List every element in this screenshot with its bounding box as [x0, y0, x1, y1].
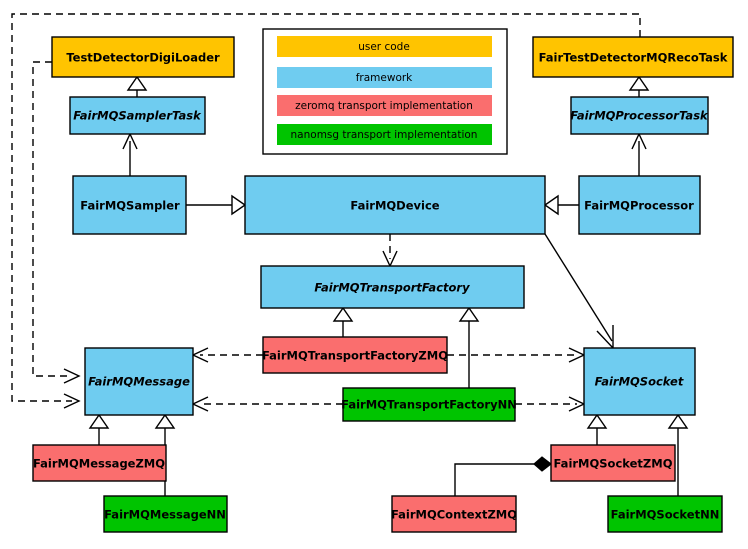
arrowhead-digiloader-to-message [63, 368, 81, 384]
node-fairmq-transport-factory[interactable]: FairMQTransportFactory [260, 265, 525, 309]
node-test-detector-digi-loader[interactable]: TestDetectorDigiLoader [51, 36, 235, 78]
arrowhead-socketnn-to-socket [667, 413, 689, 429]
node-label-fair-test-detector-mq-reco-task: FairTestDetectorMQRecoTask [539, 51, 728, 65]
node-fairmq-transport-factory-zmq[interactable]: FairMQTransportFactoryZMQ [262, 336, 448, 374]
node-label-fairmq-socket-nn: FairMQSocketNN [611, 508, 720, 522]
arrowhead-device-to-socket [596, 325, 614, 350]
node-label-fairmq-transport-factory-nn: FairMQTransportFactoryNN [341, 398, 517, 412]
node-group: TestDetectorDigiLoader FairTestDetectorM… [32, 36, 734, 533]
node-fair-test-detector-mq-reco-task[interactable]: FairTestDetectorMQRecoTask [532, 36, 734, 78]
node-label-fairmq-processor-task: FairMQProcessorTask [570, 109, 709, 123]
legend-item-framework: framework [277, 67, 492, 88]
node-label-fairmq-sampler: FairMQSampler [80, 199, 180, 213]
node-label-fairmq-socket: FairMQSocket [595, 375, 684, 389]
legend-swatch-user-code [277, 36, 492, 57]
node-fairmq-message-nn[interactable]: FairMQMessageNN [103, 495, 228, 533]
diamond-socketzmq-to-contextzmq [533, 456, 552, 472]
node-fairmq-message-zmq[interactable]: FairMQMessageZMQ [32, 444, 167, 482]
edge-digiloader-to-message [32, 61, 72, 377]
legend-item-user-code: user code [277, 36, 492, 57]
legend-item-zeromq: zeromq transport implementation [277, 95, 492, 116]
arrowhead-processor-to-device [543, 194, 559, 216]
edge-socketzmq-to-contextzmq [454, 463, 534, 496]
legend-item-nanomsg: nanomsg transport implementation [277, 124, 492, 145]
node-label-fairmq-message: FairMQMessage [88, 375, 190, 389]
node-label-fairmq-device: FairMQDevice [350, 199, 439, 213]
arrowhead-sampler-to-device [231, 194, 247, 216]
node-fairmq-transport-factory-nn[interactable]: FairMQTransportFactoryNN [341, 387, 517, 422]
node-fairmq-socket-zmq[interactable]: FairMQSocketZMQ [550, 444, 676, 482]
node-label-fairmq-context-zmq: FairMQContextZMQ [391, 508, 517, 522]
arrowhead-socketzmq-to-socket [586, 413, 608, 429]
node-label-fairmq-processor: FairMQProcessor [584, 199, 694, 213]
node-label-fairmq-transport-factory-zmq: FairMQTransportFactoryZMQ [262, 349, 448, 363]
edge-recotask-to-message [11, 13, 641, 402]
node-fairmq-device[interactable]: FairMQDevice [244, 175, 546, 235]
node-label-fairmq-transport-factory: FairMQTransportFactory [314, 281, 470, 295]
node-fairmq-sampler-task[interactable]: FairMQSamplerTask [69, 96, 206, 135]
arrowhead-messagezmq-to-message [88, 413, 110, 429]
node-label-fairmq-sampler-task: FairMQSamplerTask [73, 109, 202, 123]
arrowhead-processortask-to-recotask [628, 75, 650, 91]
arrowhead-samplertask-to-digiloader [126, 75, 148, 91]
arrowhead-messagenn-to-message [154, 413, 176, 429]
legend-label-nanomsg: nanomsg transport implementation [291, 129, 478, 141]
node-label-fairmq-message-nn: FairMQMessageNN [104, 508, 226, 522]
node-fairmq-socket[interactable]: FairMQSocket [583, 347, 696, 416]
node-fairmq-sampler[interactable]: FairMQSampler [72, 175, 187, 235]
node-fairmq-context-zmq[interactable]: FairMQContextZMQ [391, 495, 517, 533]
legend-label-user-code: user code [358, 41, 410, 53]
arrowhead-factorynn-to-transportfactory [458, 306, 480, 322]
legend-swatch-framework [277, 67, 492, 88]
node-fairmq-message[interactable]: FairMQMessage [84, 347, 194, 416]
arrowhead-factoryzmq-to-transportfactory [332, 306, 354, 322]
edge-device-to-socket [544, 233, 613, 342]
node-label-fairmq-socket-zmq: FairMQSocketZMQ [554, 457, 673, 471]
node-label-test-detector-digi-loader: TestDetectorDigiLoader [66, 51, 220, 65]
legend-swatch-zeromq [277, 95, 492, 116]
node-fairmq-socket-nn[interactable]: FairMQSocketNN [607, 495, 723, 533]
node-fairmq-processor-task[interactable]: FairMQProcessorTask [570, 96, 709, 135]
node-fairmq-processor[interactable]: FairMQProcessor [578, 175, 701, 235]
legend-panel: user code framework zeromq transport imp… [262, 28, 508, 155]
arrowhead-recotask-to-message [63, 393, 81, 409]
legend-swatch-nanomsg [277, 124, 492, 145]
edge-group-solid [88, 75, 689, 496]
legend-label-framework: framework [356, 72, 413, 84]
legend-label-zeromq: zeromq transport implementation [295, 100, 473, 112]
node-label-fairmq-message-zmq: FairMQMessageZMQ [33, 457, 165, 471]
